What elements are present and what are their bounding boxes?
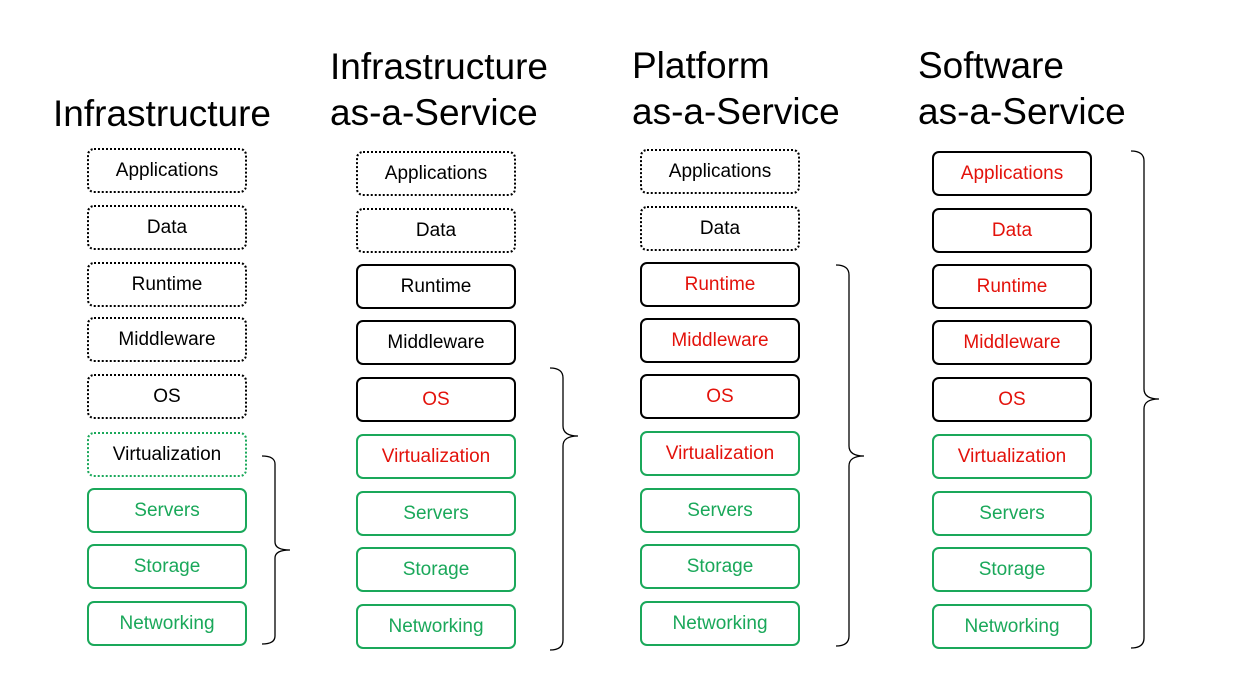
layer-label: Servers (687, 499, 753, 521)
layer-label: Virtualization (957, 445, 1067, 467)
title-iaas-line-2: as-a-Service (330, 92, 538, 133)
title-saas-line-2: as-a-Service (918, 91, 1126, 132)
layer-iaas-networking: Networking (356, 604, 516, 649)
layer-label: Storage (133, 555, 201, 577)
layer-label: Applications (960, 162, 1064, 184)
layer-label: OS (998, 388, 1026, 410)
layer-paas-runtime: Runtime (640, 262, 800, 307)
title-saas-line-1: Software (918, 45, 1065, 86)
layer-infra-applications: Applications (87, 148, 247, 193)
title-iaas: Infrastructure as-a-Service (330, 44, 548, 136)
layer-iaas-virtualization: Virtualization (356, 434, 516, 479)
layer-label: Virtualization (665, 442, 775, 464)
layer-infra-servers: Servers (87, 488, 247, 533)
layer-label: Applications (668, 160, 772, 182)
layer-iaas-servers: Servers (356, 491, 516, 536)
layer-label: Networking (388, 615, 484, 637)
layer-label: OS (422, 388, 450, 410)
layer-label: OS (706, 385, 734, 407)
layer-iaas-middleware: Middleware (356, 320, 516, 365)
layer-iaas-runtime: Runtime (356, 264, 516, 309)
layer-label: Runtime (400, 275, 472, 297)
layer-label: Storage (402, 558, 470, 580)
layer-label: Runtime (131, 273, 203, 295)
layer-saas-storage: Storage (932, 547, 1092, 592)
layer-infra-os: OS (87, 374, 247, 419)
layer-iaas-storage: Storage (356, 547, 516, 592)
layer-saas-runtime: Runtime (932, 264, 1092, 309)
layer-saas-networking: Networking (932, 604, 1092, 649)
layer-label: Data (415, 219, 457, 241)
layer-label: Virtualization (112, 443, 222, 465)
layer-infra-virtualization: Virtualization (87, 432, 247, 477)
brace-saas (1130, 150, 1160, 649)
layer-saas-applications: Applications (932, 151, 1092, 196)
layer-label: Runtime (976, 275, 1048, 297)
layer-saas-servers: Servers (932, 491, 1092, 536)
brace-infrastructure (261, 455, 291, 645)
layer-label: Networking (119, 612, 215, 634)
layer-label: Middleware (118, 328, 216, 350)
layer-saas-virtualization: Virtualization (932, 434, 1092, 479)
layer-paas-middleware: Middleware (640, 318, 800, 363)
layer-label: Middleware (387, 331, 485, 353)
title-paas: Platform as-a-Service (632, 43, 840, 135)
brace-iaas (549, 367, 579, 651)
layer-label: Servers (979, 502, 1045, 524)
title-infrastructure-line-1: Infrastructure (53, 93, 271, 134)
layer-infra-data: Data (87, 205, 247, 250)
layer-saas-os: OS (932, 377, 1092, 422)
layer-paas-storage: Storage (640, 544, 800, 589)
layer-label: Data (991, 219, 1033, 241)
layer-infra-middleware: Middleware (87, 317, 247, 362)
layer-label: Storage (978, 558, 1046, 580)
layer-iaas-os: OS (356, 377, 516, 422)
layer-label: Middleware (963, 331, 1061, 353)
layer-label: OS (153, 385, 181, 407)
layer-label: Networking (964, 615, 1060, 637)
title-iaas-line-1: Infrastructure (330, 46, 548, 87)
layer-saas-data: Data (932, 208, 1092, 253)
layer-label: Applications (384, 162, 488, 184)
layer-paas-applications: Applications (640, 149, 800, 194)
layer-infra-storage: Storage (87, 544, 247, 589)
layer-paas-os: OS (640, 374, 800, 419)
title-paas-line-1: Platform (632, 45, 770, 86)
layer-saas-middleware: Middleware (932, 320, 1092, 365)
layer-paas-servers: Servers (640, 488, 800, 533)
layer-label: Applications (115, 159, 219, 181)
layer-label: Servers (403, 502, 469, 524)
brace-paas (835, 264, 865, 647)
layer-infra-runtime: Runtime (87, 262, 247, 307)
layer-label: Servers (134, 499, 200, 521)
layer-paas-data: Data (640, 206, 800, 251)
layer-iaas-applications: Applications (356, 151, 516, 196)
layer-label: Runtime (684, 273, 756, 295)
layer-paas-networking: Networking (640, 601, 800, 646)
layer-label: Middleware (671, 329, 769, 351)
title-paas-line-2: as-a-Service (632, 91, 840, 132)
title-saas: Software as-a-Service (918, 43, 1126, 135)
layer-iaas-data: Data (356, 208, 516, 253)
layer-label: Virtualization (381, 445, 491, 467)
layer-label: Data (146, 216, 188, 238)
layer-infra-networking: Networking (87, 601, 247, 646)
layer-label: Networking (672, 612, 768, 634)
layer-paas-virtualization: Virtualization (640, 431, 800, 476)
layer-label: Data (699, 217, 741, 239)
title-infrastructure: Infrastructure (53, 91, 271, 137)
layer-label: Storage (686, 555, 754, 577)
